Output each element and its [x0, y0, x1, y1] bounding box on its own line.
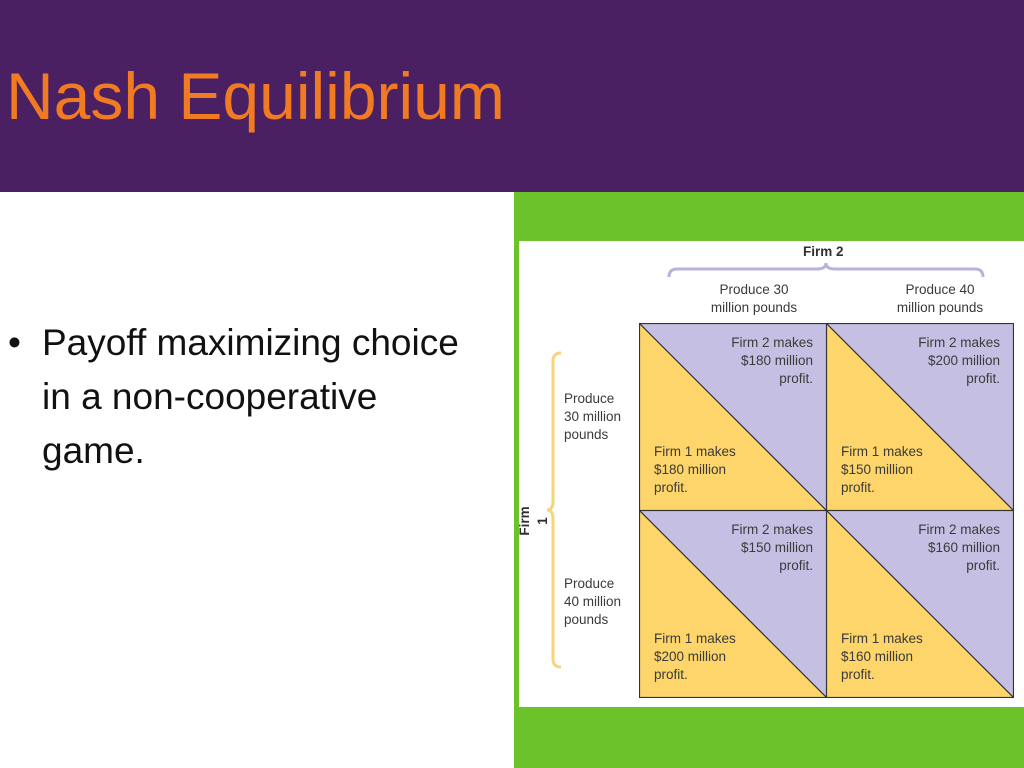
- cell-split-graphic: [826, 510, 1014, 698]
- bullet-item: • Payoff maximizing choice in a non-coop…: [8, 316, 478, 478]
- payoff-cell-40-40: Firm 2 makes $160 million profit. Firm 1…: [826, 510, 1014, 698]
- firm1-brace: [547, 351, 562, 669]
- cell-split-graphic: [639, 510, 827, 698]
- firm1-payoff: Firm 1 makes $160 million profit.: [841, 631, 923, 682]
- firm2-payoff: Firm 2 makes $180 million profit.: [731, 335, 813, 386]
- column-label-produce-40: Produce 40 million pounds: [896, 282, 984, 315]
- cell-split-graphic: [639, 323, 827, 511]
- firm1-payoff: Firm 1 makes $180 million profit.: [654, 444, 736, 495]
- payoff-cell-30-30: Firm 2 makes $180 million profit. Firm 1…: [639, 323, 827, 511]
- firm1-payoff: Firm 1 makes $200 million profit.: [654, 631, 736, 682]
- bullet-text: Payoff maximizing choice in a non-cooper…: [42, 322, 459, 471]
- payoff-cell-40-30: Firm 2 makes $150 million profit. Firm 1…: [639, 510, 827, 698]
- payoff-matrix-figure: Firm 2 Produce 30 million pounds Produce…: [517, 241, 1024, 707]
- slide-title: Nash Equilibrium: [6, 59, 505, 133]
- row-label-produce-30: Produce 30 million pounds: [564, 391, 622, 442]
- bullet-marker: •: [8, 322, 21, 363]
- firm1-payoff: Firm 1 makes $150 million profit.: [841, 444, 923, 495]
- title-bar: Nash Equilibrium: [0, 0, 1024, 192]
- firm2-payoff: Firm 2 makes $200 million profit.: [918, 335, 1000, 386]
- payoff-cell-30-40: Firm 2 makes $200 million profit. Firm 1…: [826, 323, 1014, 511]
- row-label-produce-40: Produce 40 million pounds: [564, 576, 622, 627]
- column-label-produce-30: Produce 30 million pounds: [710, 282, 798, 315]
- firm2-payoff: Firm 2 makes $160 million profit.: [918, 522, 1000, 573]
- firm2-brace: [667, 263, 985, 278]
- firm2-heading: Firm 2: [803, 244, 844, 259]
- firm2-payoff: Firm 2 makes $150 million profit.: [731, 522, 813, 573]
- cell-split-graphic: [826, 323, 1014, 511]
